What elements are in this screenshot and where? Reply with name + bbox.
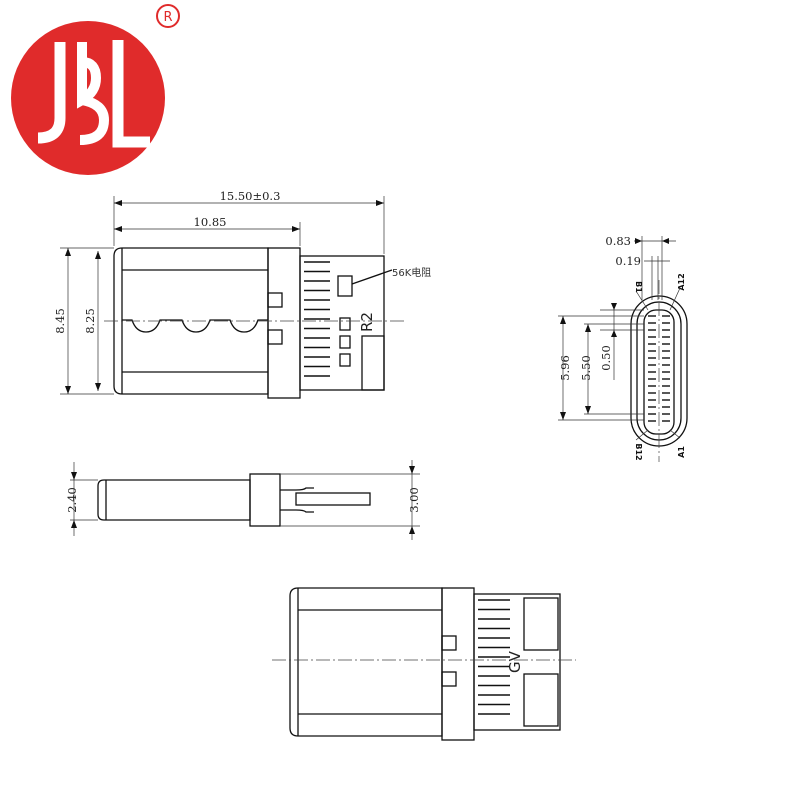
- bottom-pins: [478, 599, 510, 715]
- pcb-board: [299, 255, 385, 391]
- dim-height-inner: 8.25: [83, 308, 97, 334]
- overmold-collar: [267, 247, 301, 399]
- top-view: 15.50±0.3 10.85 8.45 8.25 56: [53, 189, 431, 399]
- dim-inner-span: 5.50: [579, 355, 593, 381]
- end-view: 0.83 0.19 B1 A12 B12 A1 5.96 5.50 0.50: [558, 234, 688, 462]
- bottom-pad-upper: [441, 635, 457, 651]
- dim-outer-span: 5.96: [558, 355, 572, 381]
- dim-height-outer: 8.45: [53, 308, 67, 334]
- jbl-logo: R: [11, 4, 180, 175]
- bottom-pad-lower: [441, 671, 457, 687]
- pcb-pad-block: [361, 335, 385, 391]
- dim-body-length: 10.85: [194, 215, 227, 229]
- dim-pitch-width: 0.83: [605, 234, 631, 248]
- solder-pad-upper: [267, 292, 283, 308]
- registered-mark: [156, 4, 180, 28]
- bottom-pad-block-lower: [523, 673, 559, 727]
- bottom-pcb: [473, 593, 561, 731]
- dim-overall-length: 15.50±0.3: [220, 189, 281, 203]
- registered-letter: R: [163, 10, 172, 25]
- bottom-collar: [441, 587, 475, 741]
- pin-label-b1: B1: [634, 281, 643, 293]
- pin-label-a12: A12: [677, 273, 686, 290]
- pin-label-a1: A1: [677, 446, 686, 458]
- solder-pad-lower: [267, 329, 283, 345]
- pin-label-b12: B12: [634, 443, 643, 460]
- end-pins: [648, 315, 670, 422]
- dim-pin-pitch: 0.50: [599, 345, 613, 371]
- bottom-view: GV: [272, 587, 576, 741]
- pcb-pins: [304, 261, 330, 377]
- bottom-pad-block-upper: [523, 597, 559, 651]
- dim-thickness: 2.40: [65, 487, 79, 513]
- resistor-note: 56K电阻: [392, 266, 431, 279]
- side-view: 2.40 3.00: [65, 460, 421, 540]
- bottom-pads-label: GV: [506, 650, 524, 673]
- side-tongue: [295, 492, 371, 506]
- dim-pin-width: 0.19: [615, 254, 641, 268]
- resistor-ref: R2: [358, 312, 376, 332]
- side-collar: [249, 473, 281, 527]
- resistor-r2: [337, 275, 353, 297]
- side-shell: [97, 479, 251, 521]
- dim-tongue-thickness: 3.00: [407, 487, 421, 513]
